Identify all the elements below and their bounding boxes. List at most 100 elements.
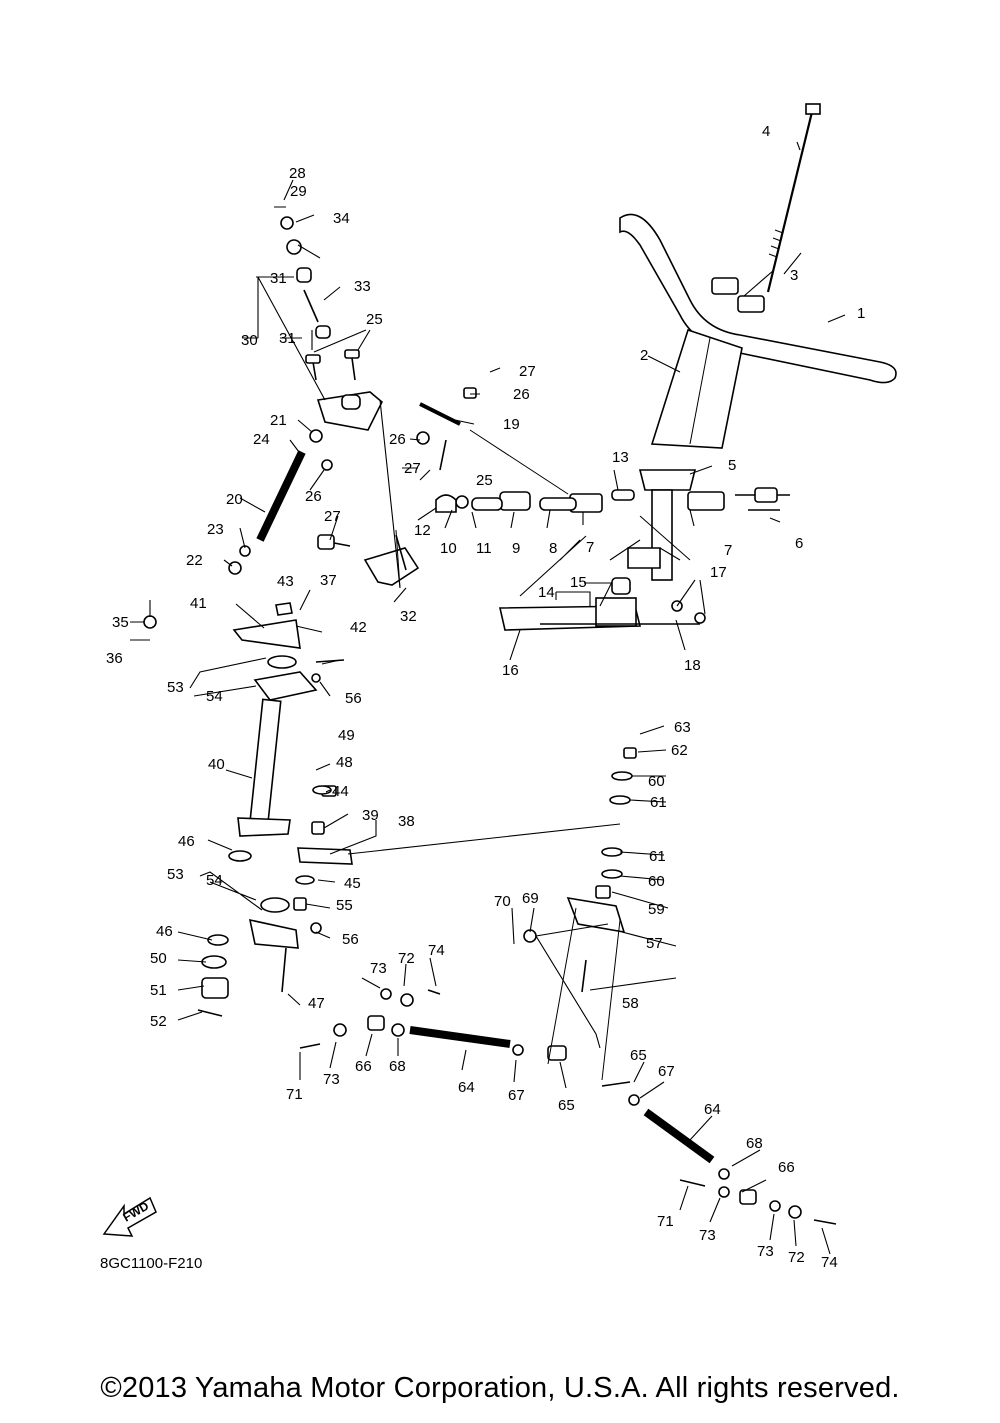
callout-43: 43 bbox=[277, 573, 294, 590]
callout-60: 60 bbox=[648, 773, 665, 790]
parts-artwork bbox=[143, 103, 897, 1225]
callout-54: 54 bbox=[206, 872, 223, 889]
callout-73: 73 bbox=[757, 1243, 774, 1260]
callout-13: 13 bbox=[612, 449, 629, 466]
callout-46: 46 bbox=[178, 833, 195, 850]
copyright-notice: ©2013 Yamaha Motor Corporation, U.S.A. A… bbox=[100, 1372, 900, 1404]
callout-40: 40 bbox=[208, 756, 225, 773]
callout-41: 41 bbox=[190, 595, 207, 612]
callout-65: 65 bbox=[630, 1047, 647, 1064]
callout-70: 70 bbox=[494, 893, 511, 910]
callout-67: 67 bbox=[658, 1063, 675, 1080]
callout-72: 72 bbox=[788, 1249, 805, 1266]
callout-53: 53 bbox=[167, 866, 184, 883]
callout-64: 64 bbox=[704, 1101, 721, 1118]
callout-65: 65 bbox=[558, 1097, 575, 1114]
callout-72: 72 bbox=[398, 950, 415, 967]
callout-29: 29 bbox=[290, 183, 307, 200]
callout-52: 52 bbox=[150, 1013, 167, 1030]
callout-67: 67 bbox=[508, 1087, 525, 1104]
callout-56: 56 bbox=[342, 931, 359, 948]
callout-73: 73 bbox=[370, 960, 387, 977]
callout-31: 31 bbox=[279, 330, 296, 347]
callout-2: 2 bbox=[640, 347, 648, 364]
callout-14: 14 bbox=[538, 584, 555, 601]
callout-24: 24 bbox=[253, 431, 270, 448]
callout-8: 8 bbox=[549, 540, 557, 557]
callout-35: 35 bbox=[112, 614, 129, 631]
callout-28: 28 bbox=[289, 165, 306, 182]
callout-26: 26 bbox=[513, 386, 530, 403]
callout-34: 34 bbox=[333, 210, 350, 227]
leader-lines bbox=[130, 141, 846, 1255]
callout-44: 44 bbox=[332, 783, 349, 800]
callout-50: 50 bbox=[150, 950, 167, 967]
callout-19: 19 bbox=[503, 416, 520, 433]
callout-62: 62 bbox=[671, 742, 688, 759]
callout-15: 15 bbox=[570, 574, 587, 591]
callout-38: 38 bbox=[398, 813, 415, 830]
callout-68: 68 bbox=[746, 1135, 763, 1152]
callout-21: 21 bbox=[270, 412, 287, 429]
callout-12: 12 bbox=[414, 522, 431, 539]
callout-74: 74 bbox=[821, 1254, 838, 1271]
callout-60: 60 bbox=[648, 873, 665, 890]
callout-71: 71 bbox=[286, 1086, 303, 1103]
callout-36: 36 bbox=[106, 650, 123, 667]
callout-4: 4 bbox=[762, 123, 770, 140]
callout-16: 16 bbox=[502, 662, 519, 679]
callout-42: 42 bbox=[350, 619, 367, 636]
callout-30: 30 bbox=[241, 332, 258, 349]
callout-1: 1 bbox=[857, 305, 865, 322]
callout-46: 46 bbox=[156, 923, 173, 940]
callout-25: 25 bbox=[366, 311, 383, 328]
callout-74: 74 bbox=[428, 942, 445, 959]
callout-37: 37 bbox=[320, 572, 337, 589]
callout-66: 66 bbox=[778, 1159, 795, 1176]
callout-48: 48 bbox=[336, 754, 353, 771]
callout-73: 73 bbox=[699, 1227, 716, 1244]
callout-69: 69 bbox=[522, 890, 539, 907]
callout-7: 7 bbox=[586, 539, 594, 556]
callout-10: 10 bbox=[440, 540, 457, 557]
callout-26: 26 bbox=[389, 431, 406, 448]
callout-20: 20 bbox=[226, 491, 243, 508]
callout-27: 27 bbox=[404, 460, 421, 477]
callout-55: 55 bbox=[336, 897, 353, 914]
callout-18: 18 bbox=[684, 657, 701, 674]
callout-31: 31 bbox=[270, 270, 287, 287]
callout-45: 45 bbox=[344, 875, 361, 892]
callout-47: 47 bbox=[308, 995, 325, 1012]
callout-53: 53 bbox=[167, 679, 184, 696]
callout-26: 26 bbox=[305, 488, 322, 505]
callout-63: 63 bbox=[674, 719, 691, 736]
callout-27: 27 bbox=[324, 508, 341, 525]
callout-11: 11 bbox=[476, 540, 492, 557]
callout-27: 27 bbox=[519, 363, 536, 380]
callout-32: 32 bbox=[400, 608, 417, 625]
fwd-arrow-icon: FWD bbox=[102, 1196, 157, 1237]
callout-61: 61 bbox=[649, 848, 666, 865]
callout-49: 49 bbox=[338, 727, 355, 744]
callout-59: 59 bbox=[648, 901, 665, 918]
callout-17: 17 bbox=[710, 564, 727, 581]
callout-61: 61 bbox=[650, 794, 667, 811]
callout-64: 64 bbox=[458, 1079, 475, 1096]
callout-73: 73 bbox=[323, 1071, 340, 1088]
callout-23: 23 bbox=[207, 521, 224, 538]
callout-9: 9 bbox=[512, 540, 520, 557]
callout-66: 66 bbox=[355, 1058, 372, 1075]
callout-7: 7 bbox=[724, 542, 732, 559]
callout-3: 3 bbox=[790, 267, 798, 284]
callout-56: 56 bbox=[345, 690, 362, 707]
callout-39: 39 bbox=[362, 807, 379, 824]
callout-33: 33 bbox=[354, 278, 371, 295]
callout-22: 22 bbox=[186, 552, 203, 569]
callout-68: 68 bbox=[389, 1058, 406, 1075]
callout-58: 58 bbox=[622, 995, 639, 1012]
steering-parts-diagram: FWD 123456778910111213141516171819202122… bbox=[102, 103, 897, 1271]
callout-25: 25 bbox=[476, 472, 493, 489]
diagram-code: 8GC1100-F210 bbox=[100, 1255, 203, 1272]
callout-57: 57 bbox=[646, 935, 663, 952]
